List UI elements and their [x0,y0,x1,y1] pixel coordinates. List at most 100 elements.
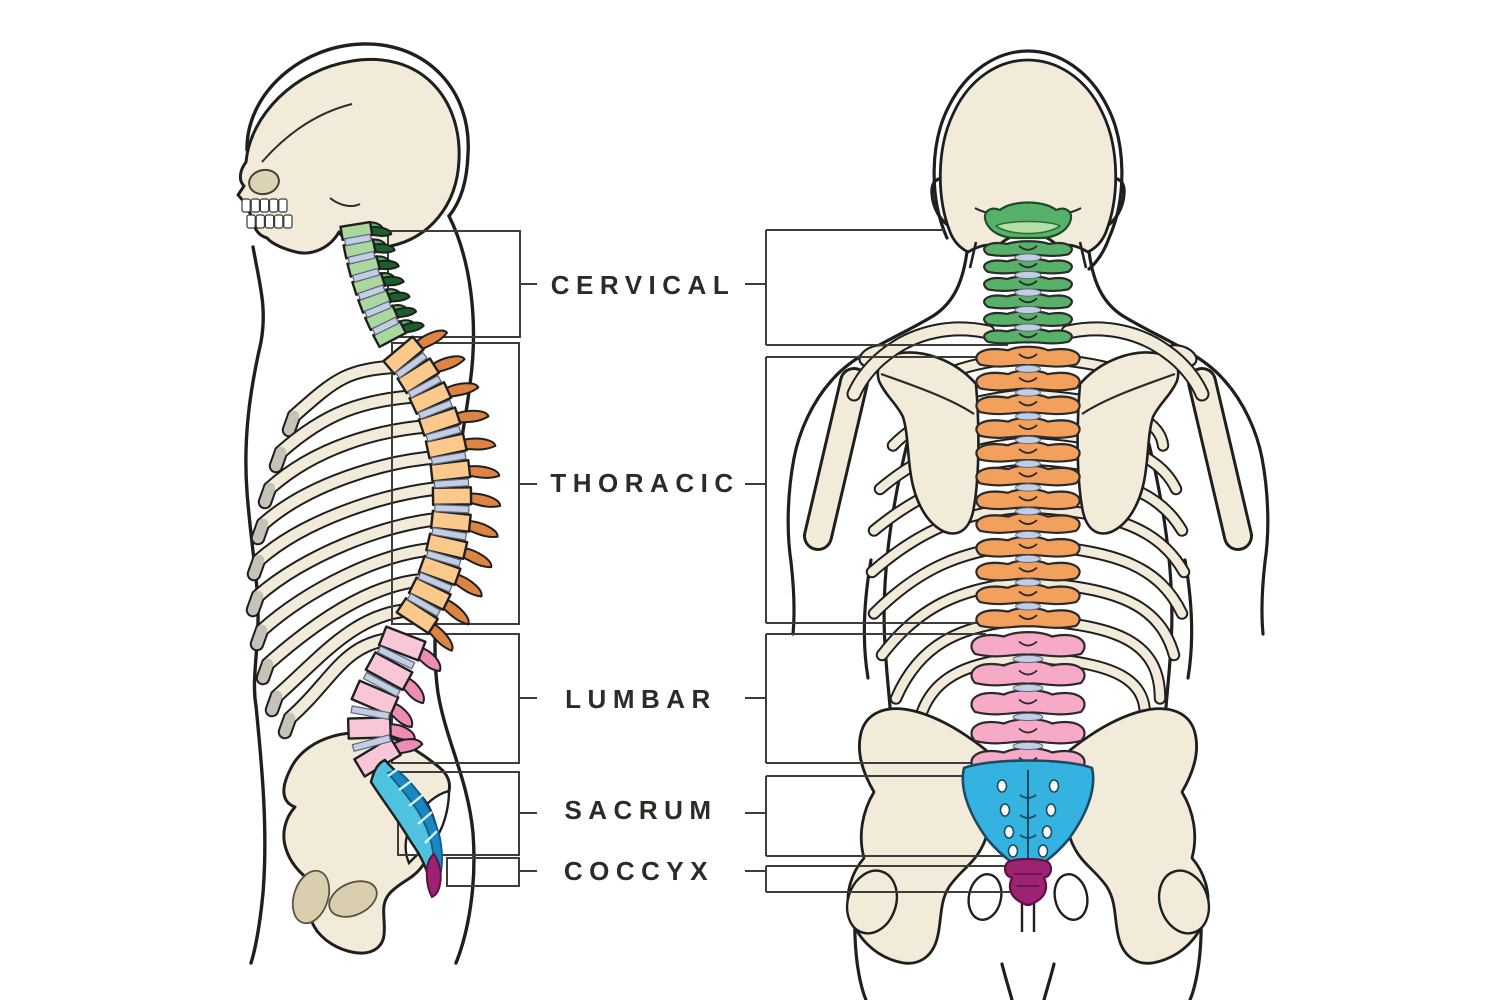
rib-cartilage [247,590,264,616]
intervertebral-disc [1012,683,1044,693]
ischial-tuberosity [291,869,331,925]
intervertebral-disc [430,451,467,465]
sacral-foramen [1037,844,1049,858]
spinous-process-line [1018,297,1038,304]
rib-back [1035,578,1179,660]
tooth-lower [274,214,284,229]
spinous-process-line [1018,669,1038,676]
back-view-brackets [745,229,1022,893]
rib-cartilage [252,518,269,544]
femur-head-left [845,869,899,935]
sacrum-segment-line [387,765,403,777]
vertebra-process [391,738,424,755]
vertebra-body-side [417,554,462,587]
vertebra-process [385,291,411,303]
coccyx-side [425,852,442,899]
spinous-process-line [1018,495,1038,502]
humerus [806,370,866,548]
rib-cartilage [251,624,268,650]
spinous-process-line [1018,614,1038,620]
obturator-foramen-right [1053,873,1089,921]
side-body-outline [244,245,267,965]
tooth-upper [241,198,251,213]
tooth-lower [283,214,293,229]
vertebra-back [970,660,1086,687]
vertebra-body-side [364,651,414,692]
vertebra-back [983,292,1073,310]
bracket-box-left [397,771,520,856]
back-body-outline [932,49,1124,271]
intervertebral-disc [417,571,453,593]
vertebra-process [460,546,493,569]
label-coccyx: COCCYX [564,856,714,886]
skull-suture-line [261,103,353,163]
vertebra-body-side [417,406,462,437]
rib-side [275,390,424,458]
spinous-process-line [1018,448,1038,454]
obturator-foramen-side [328,880,378,918]
side-view-spine [339,220,502,899]
vertebra-back [975,464,1081,487]
rib-cartilage [270,446,287,472]
vertebra-body-side [429,459,472,483]
spinous-process-line [1018,566,1038,573]
neck-line [1078,241,1088,269]
vertebra-back [975,488,1081,511]
vertebra-body-side [395,597,439,635]
vertebra-back [975,393,1081,416]
intervertebral-disc [1012,712,1044,722]
intervertebral-disc [433,478,470,489]
vertebra-process [368,226,393,237]
vertebra-back [975,559,1081,582]
sacrum-segment-line [398,778,415,791]
scapular-spine [880,372,975,415]
spinous-process-line [1018,543,1038,549]
spinous-process-line [1018,332,1038,339]
vertebra-process [461,437,497,451]
vertebra-back [970,689,1086,716]
vertebra-body-side [350,679,400,717]
clavicle [1062,323,1208,400]
vertebra-back [975,535,1081,558]
vertebra-body-side [429,509,472,533]
rib-cartilage [248,554,265,580]
eye-socket [248,168,280,196]
sacrum-segment-line [417,811,433,825]
sacral-foramen [996,779,1008,793]
spinous-process-line [1018,353,1038,359]
spinous-process-line [1018,280,1038,286]
rib-side [252,513,447,602]
vertebra-process [399,321,425,334]
intervertebral-disc [343,233,372,247]
intervertebral-disc [352,267,381,283]
rib-side [256,543,441,636]
tooth-upper [269,198,279,213]
neck-line [968,241,978,269]
vertebra-process [454,409,490,424]
sacral-foramen [1048,779,1060,793]
tooth-lower [264,214,275,229]
atlas-arch [994,220,1062,235]
vertebra-process [466,465,501,479]
intervertebral-disc [407,375,442,399]
vertebra-process [426,622,454,652]
clavicle [848,323,994,400]
sacrum-segment-line [408,793,425,807]
vertebra-process [401,676,425,705]
side-view-skeleton [236,42,476,965]
back-body-outline [1042,962,1056,1000]
intervertebral-disc [431,527,468,541]
tooth-upper [259,198,270,213]
spinous-process-line [1018,698,1038,705]
sacrum-segment-line [424,830,438,844]
vertebra-body-side [377,625,427,662]
vertebra-process [443,382,480,398]
intervertebral-disc [357,284,386,301]
rib-side [253,482,449,566]
vertebra-back [975,416,1081,439]
sacral-crest [1019,770,1037,862]
sacral-foramen [1007,844,1019,858]
intervertebral-disc [1015,507,1041,516]
region-labels: CERVICAL THORACIC LUMBAR SACRUM COCCYX [550,270,733,886]
